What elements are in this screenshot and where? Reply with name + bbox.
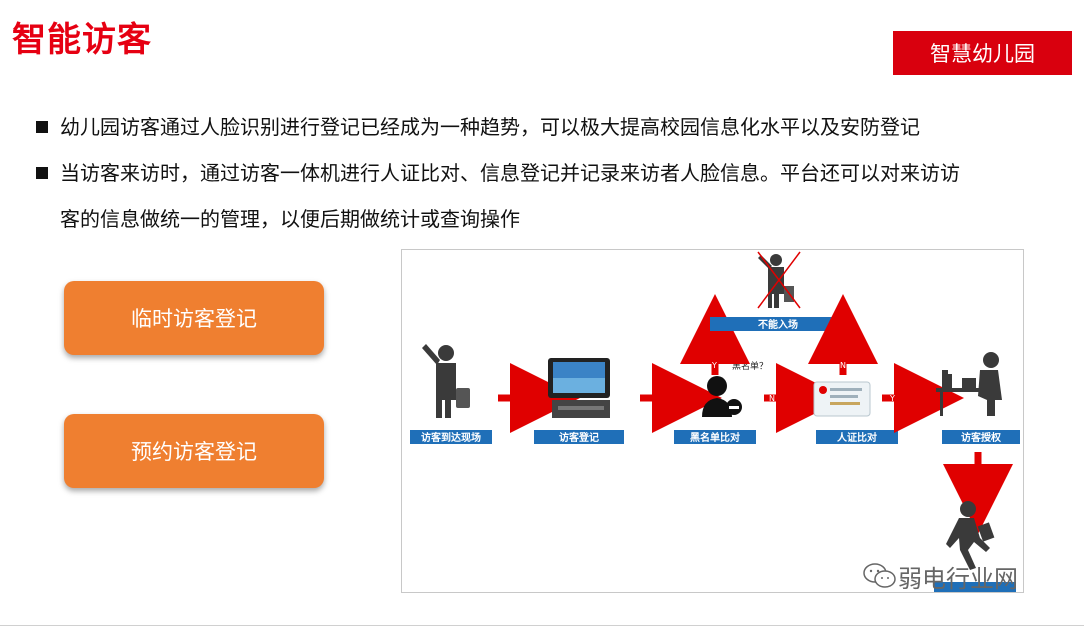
visitor-flow-diagram: 访客到达现场 访客登记 黑名单？ 黑名单比对 Y 不能入场 [401, 249, 1024, 593]
step-box [816, 430, 898, 444]
yes-label: Y [889, 394, 895, 403]
step-box [942, 430, 1020, 444]
step-box [534, 430, 624, 444]
watermark: 弱电行业网 [862, 558, 1062, 594]
no-label: N [769, 394, 775, 403]
step-label-authorize: 访客授权 [961, 431, 1002, 444]
step-box [674, 430, 756, 444]
step-box [410, 430, 492, 444]
watermark-text: 弱电行业网 [898, 564, 1018, 593]
visitor-arriving-icon [422, 344, 470, 418]
bullet-continuation: 客的信息做统一的管理，以便后期做统计或查询操作 [34, 196, 1044, 242]
temp-visitor-button[interactable]: 临时访客登记 [64, 281, 324, 355]
step-label-arrive: 访客到达现场 [421, 431, 481, 444]
blacklist-person-icon [702, 376, 742, 417]
walking-visitor-icon [946, 501, 995, 570]
page-title: 智能访客 [12, 20, 152, 60]
flow-svg: 访客到达现场 访客登记 黑名单？ 黑名单比对 Y 不能入场 [410, 251, 1020, 592]
footer-divider [0, 625, 1084, 626]
bullet-item: 当访客来访时，通过访客一体机进行人证比对、信息登记并记录来访者人脸信息。平台还可… [34, 150, 1044, 196]
visitor-kiosk-icon [548, 358, 610, 418]
step-label-id-check: 人证比对 [837, 431, 877, 444]
id-card-icon [813, 381, 871, 417]
blacklist-question: 黑名单？ [732, 360, 768, 372]
bullet-list: 幼儿园访客通过人脸识别进行登记已经成为一种趋势，可以极大提高校园信息化水平以及安… [34, 104, 1044, 242]
category-tag: 智慧幼儿园 [893, 31, 1072, 75]
bullet-square-icon [36, 121, 48, 133]
bullet-text: 当访客来访时，通过访客一体机进行人证比对、信息登记并记录来访者人脸信息。平台还可… [60, 161, 960, 185]
step-label-register: 访客登记 [559, 431, 599, 444]
bullet-text: 幼儿园访客通过人脸识别进行登记已经成为一种趋势，可以极大提高校园信息化水平以及安… [60, 115, 920, 139]
bullet-text: 客的信息做统一的管理，以便后期做统计或查询操作 [60, 207, 520, 231]
denied-visitor-icon [757, 251, 801, 309]
bullet-item: 幼儿园访客通过人脸识别进行登记已经成为一种趋势，可以极大提高校园信息化水平以及安… [34, 104, 1044, 150]
no-label: N [840, 361, 846, 370]
yes-label: Y [711, 361, 717, 370]
reserve-visitor-button[interactable]: 预约访客登记 [64, 414, 324, 488]
deny-label: 不能入场 [758, 318, 798, 331]
authorize-desk-icon [936, 352, 1002, 416]
bullet-square-icon [36, 167, 48, 179]
step-label-blacklist: 黑名单比对 [690, 431, 740, 444]
wechat-icon [863, 563, 896, 588]
step-box-partial [934, 582, 1016, 592]
